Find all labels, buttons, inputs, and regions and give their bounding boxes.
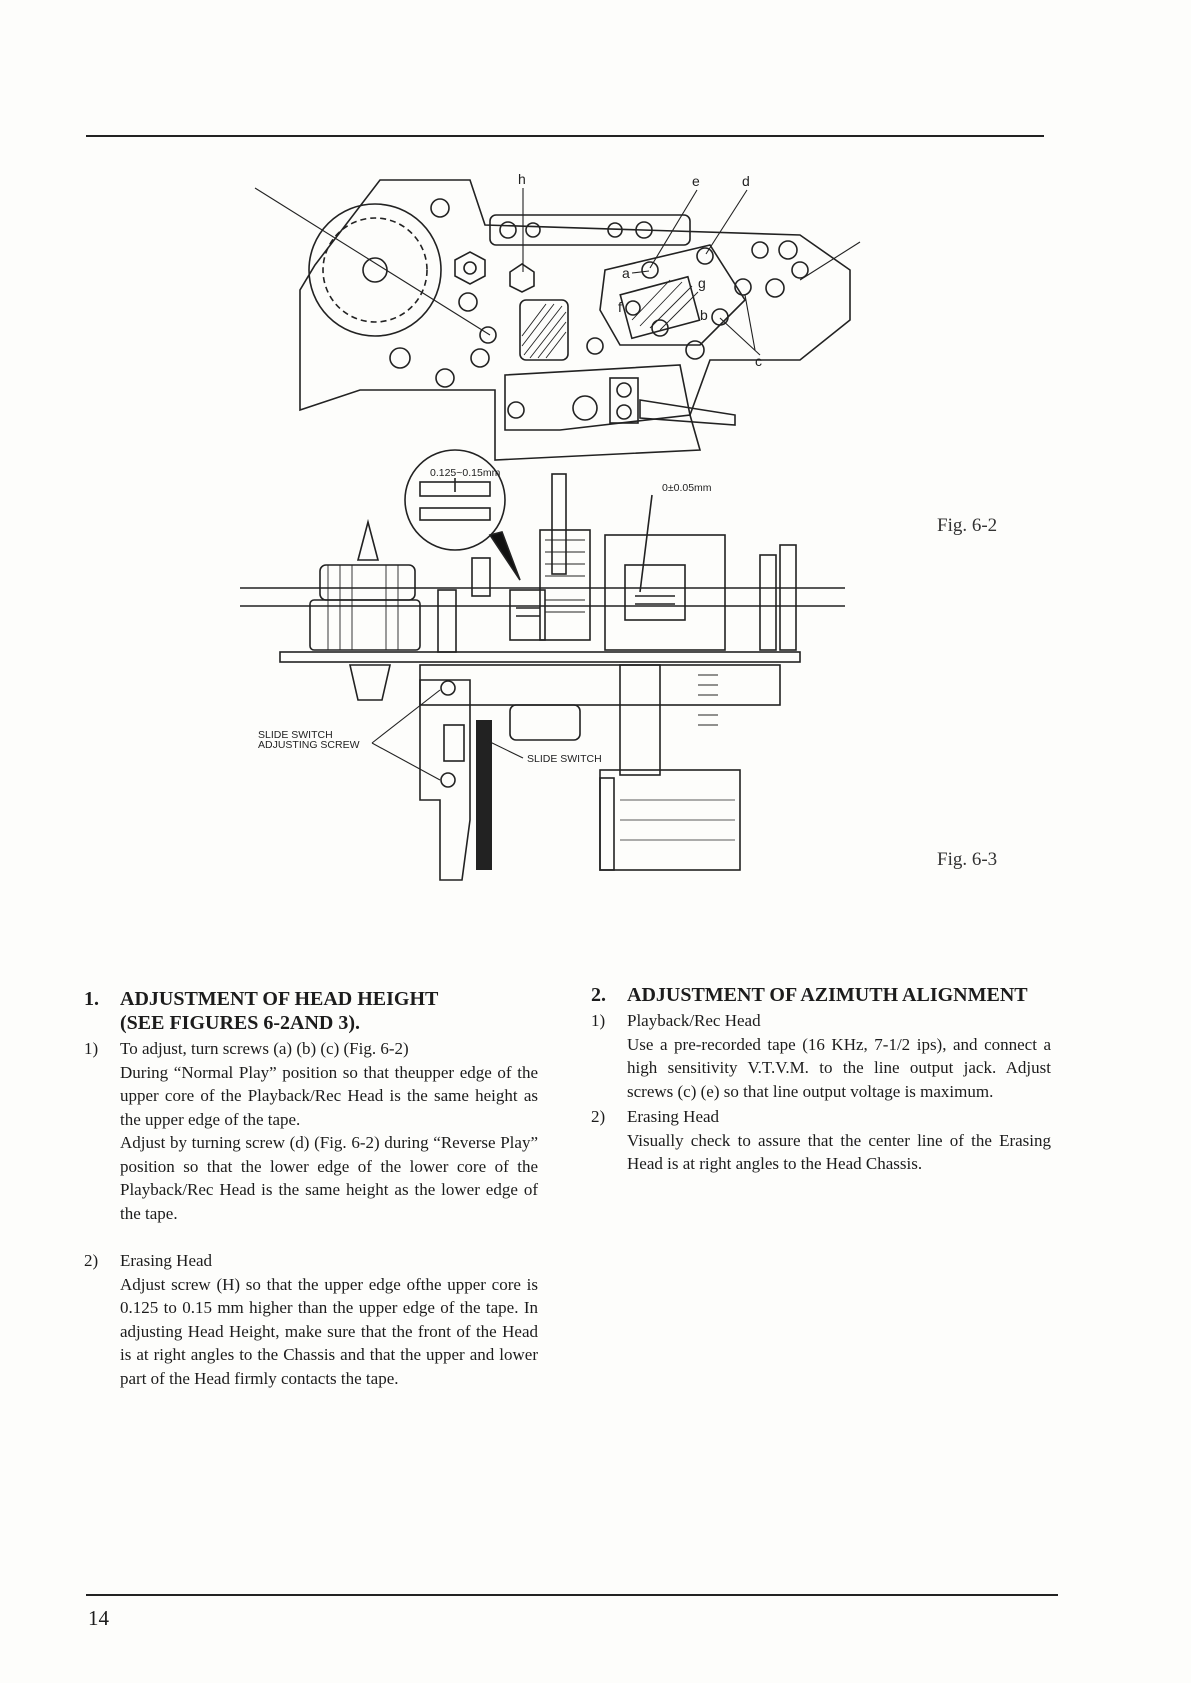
section-1-heading-line2: (SEE FIGURES 6-2AND 3).	[120, 1012, 361, 1034]
azimuth-spec-label: 0±0.05mm	[662, 482, 712, 494]
mechanism-drawing: h e d a g f b c 0.125~0.15mm 0±0.05mm SL…	[240, 171, 861, 881]
item-title: Erasing Head	[120, 1251, 213, 1270]
section-2-heading: 2. ADJUSTMENT OF AZIMUTH ALIGNMENT	[591, 983, 1051, 1007]
section-1-heading-line1: ADJUSTMENT OF HEAD HEIGHT	[120, 988, 439, 1010]
callout-h: h	[518, 171, 526, 187]
bottom-rule	[86, 1594, 1058, 1596]
base-plate	[279, 651, 801, 663]
slide-switch-screw-label-2: ADJUSTING SCREW	[258, 739, 360, 751]
item-title: Erasing Head	[627, 1107, 720, 1126]
hex-nut	[454, 251, 486, 285]
item-number: 2)	[591, 1107, 606, 1126]
slide-switch-label: SLIDE SWITCH	[527, 753, 602, 765]
item-paragraph: During “Normal Play” position so that th…	[120, 1062, 538, 1129]
top-rule	[86, 135, 1044, 137]
reel-spindle-outer	[308, 203, 442, 337]
slide-switch-screw-upper	[440, 680, 456, 696]
section-1-item-2: 2) Erasing Head Adjust screw (H) so that…	[84, 1249, 538, 1390]
slide-switch-bracket	[419, 679, 471, 881]
callout-e: e	[692, 173, 700, 189]
item-number: 1)	[591, 1011, 606, 1030]
item-paragraph: Adjust screw (H) so that the upper edge …	[120, 1274, 538, 1388]
callout-g: g	[698, 275, 706, 291]
item-title: To adjust, turn screws (a) (b) (c) (Fig.…	[120, 1039, 409, 1058]
reel-spindle-screw	[362, 257, 388, 283]
slide-switch-screw-lower	[440, 772, 456, 788]
screw-h-nut	[509, 263, 535, 293]
screw-b	[711, 308, 729, 326]
screw-e	[696, 247, 714, 265]
section-2-item-2: 2) Erasing Head Visually check to assure…	[591, 1105, 1051, 1176]
section-2-number: 2.	[591, 984, 606, 1006]
callout-a: a	[622, 265, 630, 281]
screw-f	[625, 300, 641, 316]
chassis-outline	[299, 179, 851, 461]
fig-6-2-label: Fig. 6-2	[937, 515, 998, 536]
section-2-heading-text: ADJUSTMENT OF AZIMUTH ALIGNMENT	[627, 984, 1028, 1006]
magnifier-bubble	[404, 449, 506, 551]
screw-c	[734, 278, 752, 296]
item-title: Playback/Rec Head	[627, 1011, 761, 1030]
section-1-number: 1.	[84, 988, 99, 1010]
section-1-item-1: 1) To adjust, turn screws (a) (b) (c) (F…	[84, 1037, 538, 1225]
section-2-item-1: 1) Playback/Rec Head Use a pre-recorded …	[591, 1009, 1051, 1103]
callout-c: c	[755, 353, 762, 369]
figures-illustration: h e d a g f b c 0.125~0.15mm 0±0.05mm SL…	[240, 160, 940, 950]
item-paragraph: Use a pre-recorded tape (16 KHz, 7-1/2 i…	[627, 1034, 1051, 1101]
fig-6-3-label: Fig. 6-3	[937, 849, 998, 870]
callout-f: f	[618, 299, 622, 315]
section-1-heading: 1. ADJUSTMENT OF HEAD HEIGHT (SEE FIGURE…	[84, 987, 538, 1035]
slide-switch-spring	[476, 720, 492, 870]
erasing-head-housing	[509, 589, 546, 641]
playback-head-housing	[604, 534, 726, 651]
left-column: 1. ADJUSTMENT OF HEAD HEIGHT (SEE FIGURE…	[84, 987, 538, 1390]
page-number: 14	[88, 1606, 109, 1630]
right-column: 2. ADJUSTMENT OF AZIMUTH ALIGNMENT 1) Pl…	[591, 983, 1051, 1176]
head-bracket	[489, 214, 691, 246]
callout-b: b	[700, 307, 708, 323]
callout-d: d	[742, 173, 750, 189]
playback-rec-head	[599, 244, 747, 346]
pinch-roller-cone	[356, 518, 380, 561]
item-paragraph: Adjust by turning screw (d) (Fig. 6-2) d…	[120, 1133, 538, 1223]
item-number: 2)	[84, 1251, 99, 1270]
slide-switch-screw-label-1: SLIDE SWITCH	[258, 729, 333, 741]
gap-spec-label: 0.125~0.15mm	[430, 467, 501, 479]
item-number: 1)	[84, 1039, 99, 1058]
erasing-head	[519, 299, 569, 361]
screw-a	[641, 261, 659, 279]
item-paragraph: Visually check to assure that the center…	[627, 1130, 1051, 1174]
